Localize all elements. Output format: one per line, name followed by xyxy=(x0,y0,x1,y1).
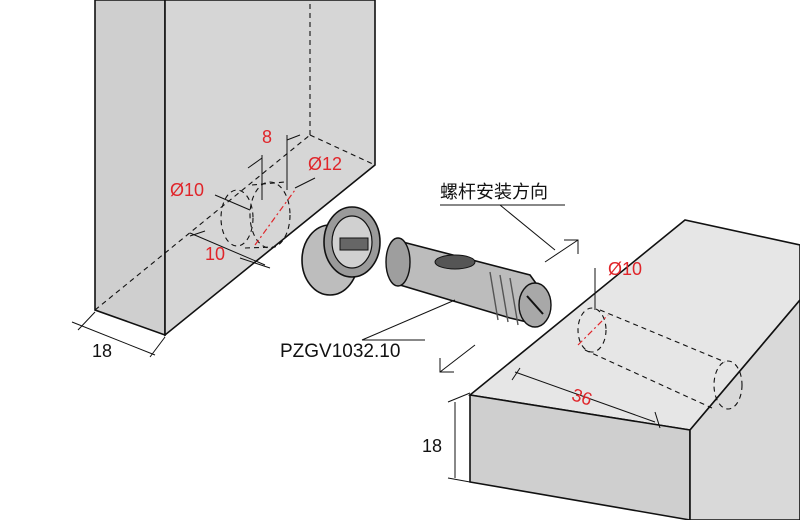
part-number-label: PZGV1032.10 xyxy=(280,341,400,362)
dim-small-bore: Ø10 xyxy=(170,180,204,200)
dim-edge-offset: 10 xyxy=(205,244,225,264)
connector-cam xyxy=(301,206,381,296)
right-top-bore xyxy=(577,307,607,353)
dim-right-thickness: 18 xyxy=(422,436,442,456)
right-panel xyxy=(447,219,800,520)
left-small-bore xyxy=(220,189,254,247)
connector-bolt xyxy=(385,237,552,328)
right-panel-front-face xyxy=(469,394,691,520)
dim-right-bore: Ø10 xyxy=(608,259,642,279)
dim-hole-depth: 8 xyxy=(262,127,272,147)
install-direction-arrows xyxy=(361,204,579,373)
left-panel xyxy=(71,0,376,358)
left-panel-front-face xyxy=(94,0,166,337)
right-panel-side-face xyxy=(689,298,800,520)
left-large-bore xyxy=(249,181,291,249)
install-direction-label: 螺杆安装方向 xyxy=(440,182,548,203)
dim-left-thickness: 18 xyxy=(92,341,112,361)
dim-large-bore: Ø12 xyxy=(308,154,342,174)
right-side-bore xyxy=(713,360,743,410)
